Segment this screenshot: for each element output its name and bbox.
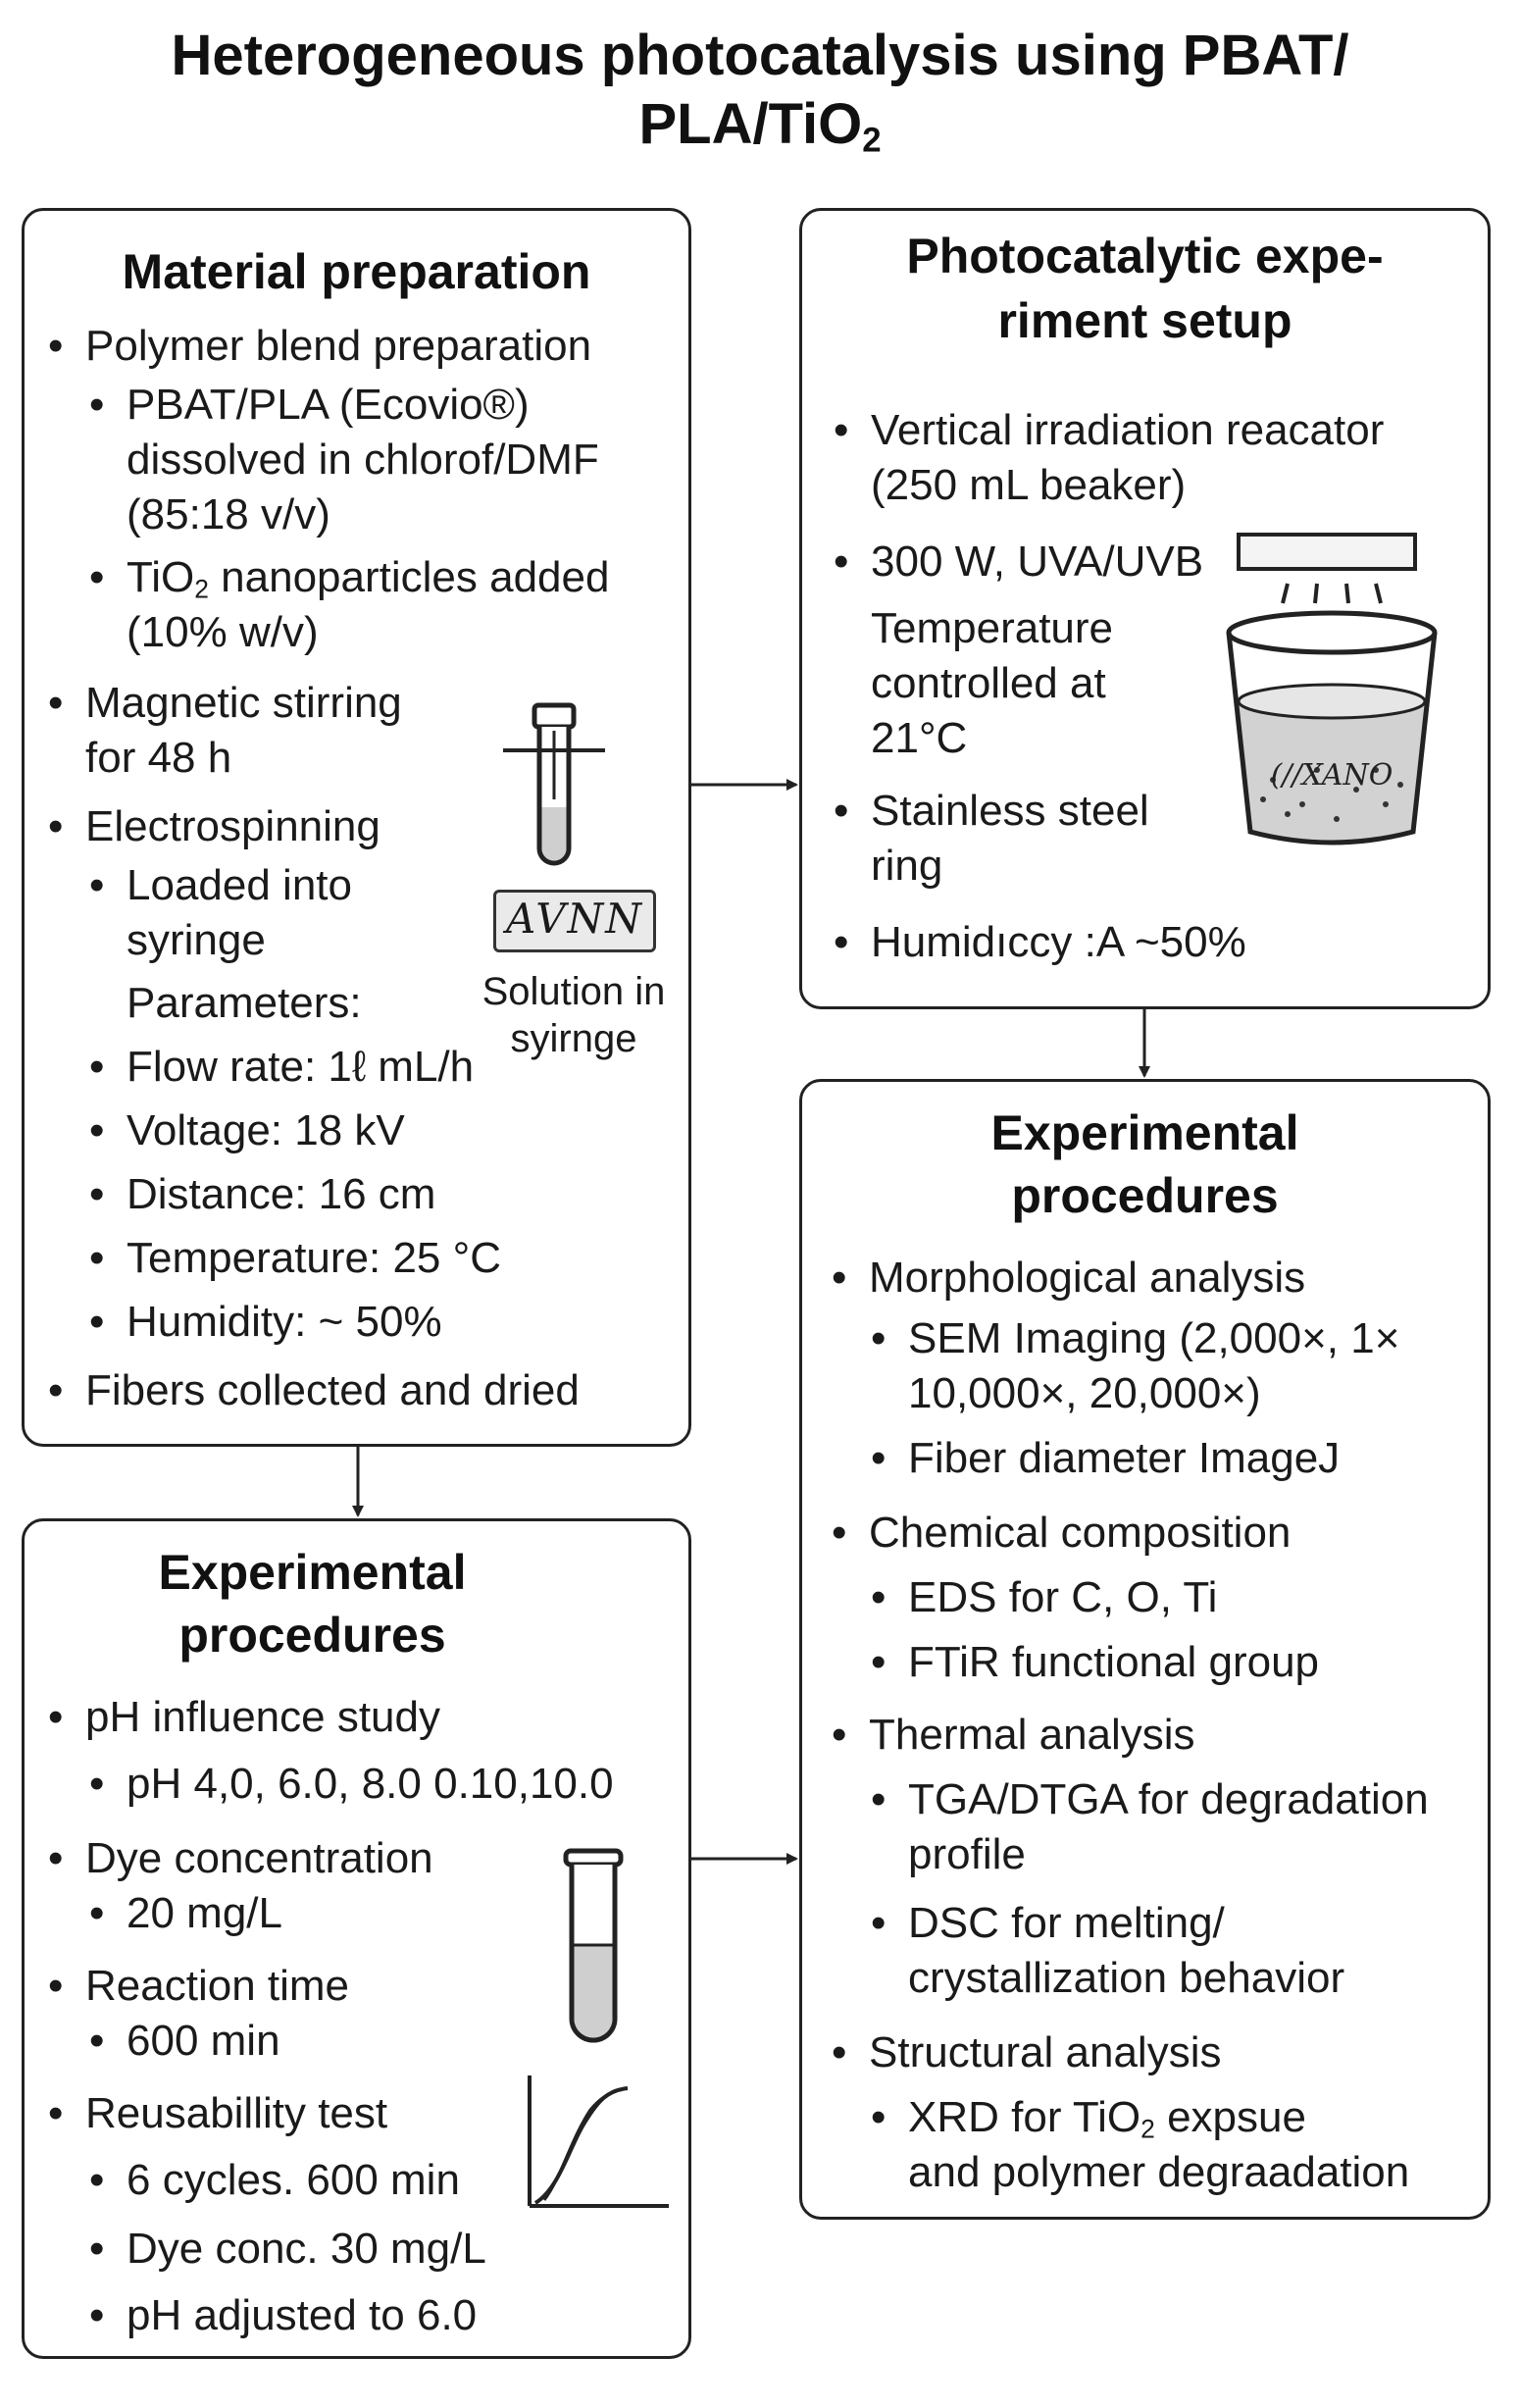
list-item: syringe bbox=[127, 916, 266, 964]
uv-lamp-icon bbox=[1237, 533, 1417, 604]
list-item: Morphological analysis bbox=[832, 1251, 1305, 1306]
list-item: Magnetic stirring bbox=[48, 676, 402, 731]
list-item: pH influence study bbox=[48, 1690, 440, 1745]
stainless-steel-ring-icon: (//XANO bbox=[1270, 758, 1393, 793]
list-item-text: XRD for TiO bbox=[908, 2093, 1141, 2141]
list-item-text: expsue bbox=[1154, 2093, 1306, 2141]
list-item: pH adjusted to 6.0 bbox=[89, 2288, 477, 2343]
list-item: 10,000×, 20,000×) bbox=[908, 1369, 1261, 1417]
list-item: Dye concentration bbox=[48, 1831, 433, 1886]
experiment-setup-box: Photocatalytic expe- riment setup Vertic… bbox=[799, 208, 1491, 1009]
list-item: Vertical irradiation reacator bbox=[834, 403, 1384, 458]
list-item: Structural analysis bbox=[832, 2025, 1222, 2080]
subscript: 2 bbox=[1140, 2114, 1155, 2144]
list-item: ring bbox=[871, 842, 943, 890]
experimental-procedures-title-line-2: procedures bbox=[178, 1608, 446, 1663]
list-item: EDS for C, O, Ti bbox=[871, 1570, 1217, 1625]
material-preparation-title: Material preparation bbox=[122, 244, 591, 299]
list-item: Stainless steel bbox=[834, 784, 1149, 839]
list-item: Temperature: 25 °C bbox=[89, 1231, 501, 1286]
list-item: 600 min bbox=[89, 2014, 279, 2069]
list-item: Reaction time bbox=[48, 1959, 349, 2014]
list-item: Fibers collected and dried bbox=[48, 1363, 580, 1418]
list-item: PBAT/PLA (Ecovio®) bbox=[89, 378, 530, 433]
list-item: (10% w/v) bbox=[127, 608, 319, 656]
list-item: TGA/DTGA for degradation bbox=[871, 1772, 1429, 1827]
list-item: FTiR functional group bbox=[871, 1635, 1319, 1690]
curve-graph-icon bbox=[528, 2075, 669, 2208]
beaker-icon bbox=[1226, 610, 1438, 845]
list-item: controlled at bbox=[871, 659, 1106, 707]
experimental-procedures-title-line-1: Experimental bbox=[158, 1545, 467, 1600]
analysis-procedures-title-line-2: procedures bbox=[1011, 1168, 1279, 1223]
list-item: Voltage: 18 kV bbox=[89, 1103, 405, 1158]
analysis-procedures-title-line-1: Experimental bbox=[990, 1105, 1299, 1160]
analysis-procedures-box: Experimental procedures Morphological an… bbox=[799, 1079, 1491, 2220]
list-item: crystallization behavior bbox=[908, 1954, 1345, 2002]
experiment-setup-title-line-2: riment setup bbox=[997, 293, 1292, 348]
list-item: Loaded into bbox=[89, 858, 352, 913]
list-item: Thermal analysis bbox=[832, 1708, 1195, 1763]
list-item-text: TiO bbox=[127, 553, 195, 601]
experimental-procedures-box: Experimental procedures pH influence stu… bbox=[22, 1518, 691, 2359]
list-item: profile bbox=[908, 1830, 1026, 1878]
list-item: Reusabillity test bbox=[48, 2086, 387, 2141]
list-item: Fiber diameter ImageJ bbox=[871, 1431, 1340, 1486]
diagram-title: Heterogeneous photocatalysis using PBAT/… bbox=[0, 22, 1520, 159]
vial-icon bbox=[503, 702, 605, 866]
list-item: 300 W, UVA/UVB bbox=[834, 535, 1203, 589]
list-item: 20 mg/L bbox=[89, 1886, 282, 1941]
syringe-label-line-2: syirnge bbox=[510, 1017, 637, 1060]
list-item: dissolved in chlorof/DMF bbox=[127, 435, 599, 484]
fiber-mat-icon: AVNN bbox=[493, 890, 656, 952]
experiment-setup-title-line-1: Photocatalytic expe- bbox=[906, 229, 1384, 283]
list-item: Humidıccy :A ~50% bbox=[834, 915, 1246, 970]
title-subscript: 2 bbox=[862, 121, 882, 160]
list-item: TiO2 nanoparticles added bbox=[89, 550, 610, 605]
title-line-2-text: PLA/TiO bbox=[638, 92, 863, 156]
list-item: Temperature bbox=[871, 604, 1114, 652]
list-item: Distance: 16 cm bbox=[89, 1167, 436, 1222]
list-item: Flow rate: 1ℓ mL/h bbox=[89, 1040, 474, 1095]
list-item-text: nanoparticles added bbox=[208, 553, 610, 601]
list-item: XRD for TiO2 expsue bbox=[871, 2090, 1306, 2145]
material-preparation-box: Material preparation Polymer blend prepa… bbox=[22, 208, 691, 1447]
list-item: Polymer blend preparation bbox=[48, 319, 591, 374]
list-item: and polymer degraadation bbox=[908, 2148, 1410, 2196]
title-line-2: PLA/TiO2 bbox=[0, 90, 1520, 159]
list-item: for 48 h bbox=[85, 734, 232, 782]
list-item: (85:18 v/v) bbox=[127, 490, 330, 538]
list-item: Dye conc. 30 mg/L bbox=[89, 2222, 486, 2277]
list-item: 21°C bbox=[871, 714, 968, 762]
list-item: SEM Imaging (2,000×, 1× bbox=[871, 1311, 1399, 1366]
syringe-label-line-1: Solution in bbox=[481, 970, 666, 1013]
list-item: (250 mL beaker) bbox=[871, 461, 1187, 509]
list-item: Parameters: bbox=[127, 979, 362, 1027]
subscript: 2 bbox=[194, 574, 209, 604]
list-item: pH 4,0, 6.0, 8.0 0.10,10.0 bbox=[89, 1757, 614, 1812]
list-item: Chemical composition bbox=[832, 1506, 1291, 1561]
list-item: Electrospinning bbox=[48, 799, 380, 854]
title-line-1: Heterogeneous photocatalysis using PBAT/ bbox=[171, 24, 1349, 87]
list-item: DSC for melting/ bbox=[871, 1896, 1225, 1951]
list-item: Humidity: ~ 50% bbox=[89, 1295, 442, 1350]
list-item: 6 cycles. 600 min bbox=[89, 2153, 460, 2208]
test-tube-icon bbox=[563, 1848, 624, 2043]
